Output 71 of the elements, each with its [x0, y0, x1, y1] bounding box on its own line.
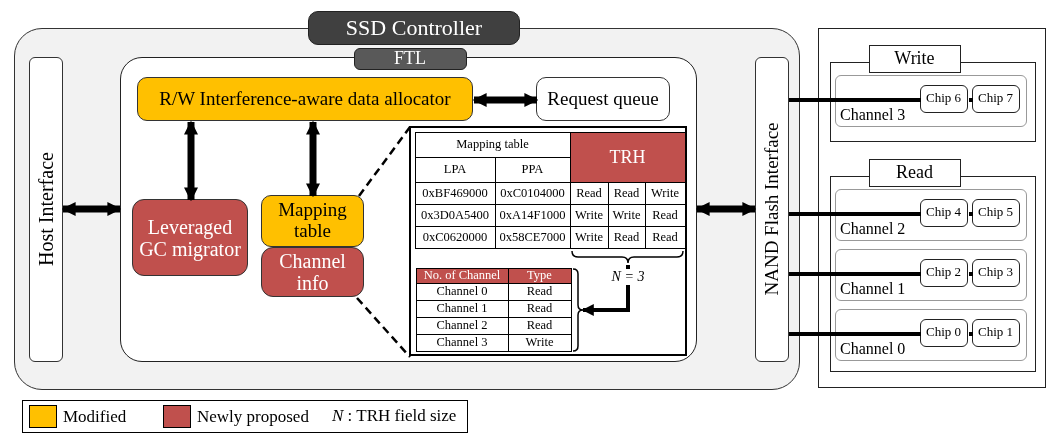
arrow [184, 120, 198, 202]
module-box [137, 77, 473, 121]
arrow [306, 120, 320, 198]
channel-label: Channel 3 [840, 106, 906, 124]
title-tab: Read [868, 158, 961, 187]
chip-box [919, 84, 968, 113]
box-label: Request queue [547, 88, 659, 110]
arrow [581, 265, 630, 316]
channel-label: Channel 2 [840, 220, 906, 238]
title-tab: Write [868, 44, 961, 73]
connector-line [969, 332, 973, 336]
connector-line [969, 272, 973, 276]
legend-label: Newly proposed [197, 407, 309, 427]
arrow [472, 93, 539, 107]
box-label: Mapping table [277, 200, 348, 242]
table-cell: 0xC0620000 [414, 226, 496, 250]
box-label: Chip 4 [925, 205, 961, 220]
data-table [414, 131, 685, 265]
vertical-label: NAND Flash Interface [760, 122, 783, 296]
title-tab: FTL [353, 47, 467, 70]
connector-line [969, 212, 973, 216]
connector-line [789, 212, 921, 216]
box-label: Channel info [278, 250, 347, 294]
vertical-label: Host Interface [34, 152, 57, 266]
box-label: Chip 1 [977, 325, 1013, 340]
data-table [415, 267, 583, 351]
box-label: Chip 3 [977, 265, 1013, 280]
legend-label: Modified [63, 407, 127, 427]
table-cell: TRH [569, 131, 686, 183]
module-box [132, 199, 248, 276]
box-label: Chip 7 [977, 91, 1013, 106]
dashed-zoom-line [356, 297, 411, 358]
detail-panel [409, 126, 687, 356]
arrow [61, 202, 122, 216]
chip-box [971, 198, 1020, 227]
connector-line [789, 98, 921, 102]
channel-box [835, 249, 1027, 301]
chip-box [971, 84, 1020, 113]
chip-box [919, 198, 968, 227]
edge-label: N = 3 [609, 269, 647, 285]
connector-line [789, 332, 921, 336]
queue-box [536, 77, 670, 121]
chip-box [971, 258, 1020, 287]
table-cell: Mapping table [414, 131, 571, 158]
box-label: Chip 2 [925, 265, 961, 280]
channel-box [835, 75, 1027, 127]
module-box [261, 247, 364, 297]
title-tab: SSD Controller [308, 11, 520, 45]
box-label: R/W Interference-aware data allocator [159, 88, 451, 110]
dashed-zoom-line [358, 126, 411, 197]
box-label: Chip 0 [925, 325, 961, 340]
legend-note: N : TRH field size [332, 406, 457, 426]
box-label: Leveraged GC migrator [138, 215, 242, 260]
channel-box [835, 189, 1027, 241]
box-label: Chip 5 [977, 205, 1013, 220]
channel-label: Channel 0 [840, 340, 906, 358]
box-label: Chip 6 [925, 91, 961, 106]
connector-line [789, 272, 921, 276]
chip-box [919, 318, 968, 347]
interface-bar [28, 56, 63, 362]
table-cell: No. of Channel [415, 267, 509, 284]
chip-box [919, 258, 968, 287]
interface-bar [754, 56, 789, 362]
channel-label: Channel 1 [840, 280, 906, 298]
arrow [695, 202, 757, 216]
module-box [261, 195, 364, 247]
chip-box [971, 318, 1020, 347]
connector-line [969, 98, 973, 102]
channel-box [835, 309, 1027, 361]
flash-array-panel [818, 28, 1046, 388]
table-cell: Type [507, 267, 572, 284]
